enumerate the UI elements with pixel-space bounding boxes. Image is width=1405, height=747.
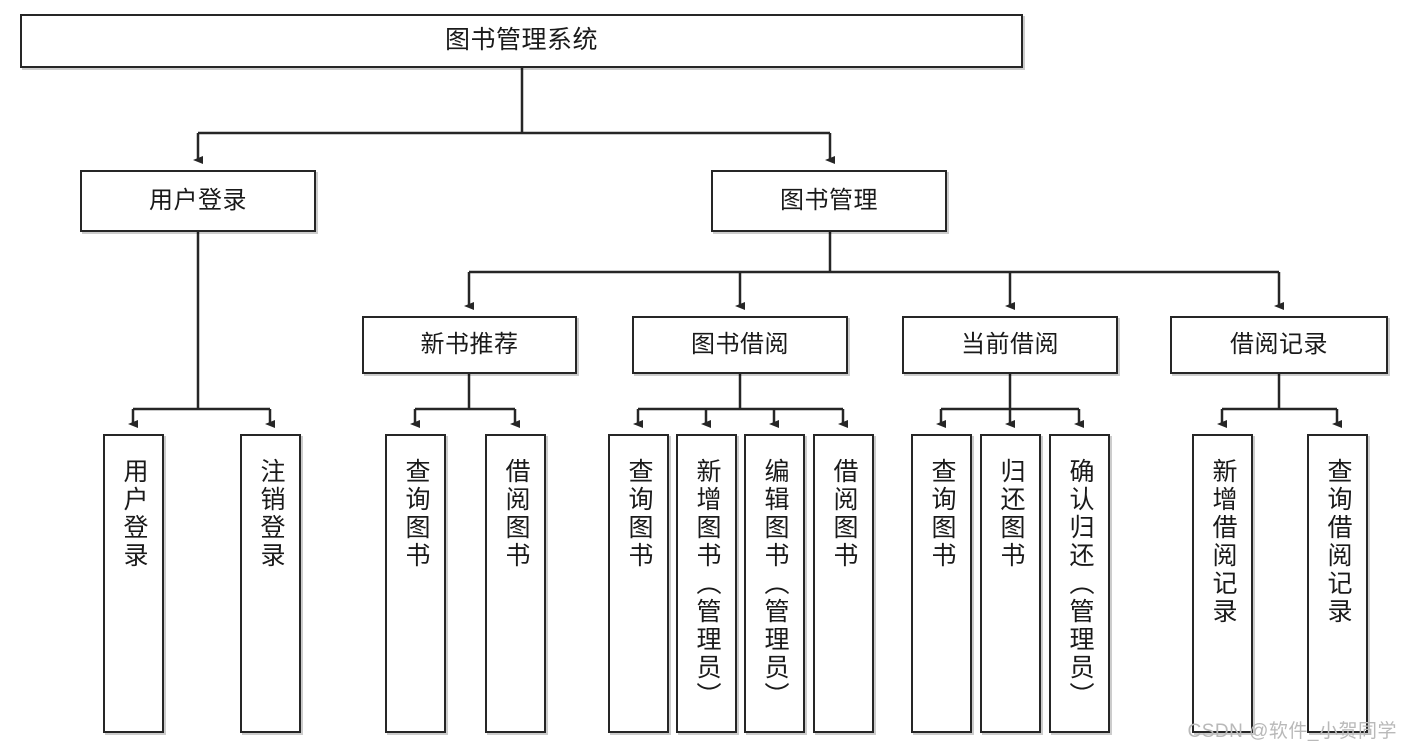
- node-borrow-record[interactable]: 借阅记录: [1170, 316, 1388, 374]
- leaf-query-book-current[interactable]: 查询图书: [911, 434, 972, 733]
- leaf-user-login[interactable]: 用户登录: [103, 434, 164, 733]
- node-label: 归还图书: [997, 458, 1025, 570]
- leaf-query-borrow-record[interactable]: 查询借阅记录: [1307, 434, 1368, 733]
- watermark-text: CSDN @软件_小贺同学: [1187, 721, 1397, 742]
- leaf-add-borrow-record[interactable]: 新增借阅记录: [1192, 434, 1253, 733]
- node-label: 查询图书: [402, 458, 430, 570]
- node-label: 新增借阅记录: [1209, 458, 1237, 626]
- leaf-return-book[interactable]: 归还图书: [980, 434, 1041, 733]
- node-new-book-recommend[interactable]: 新书推荐: [362, 316, 577, 374]
- node-label: 新增图书（管理员）: [693, 458, 721, 710]
- node-label: 借阅图书: [830, 458, 858, 570]
- node-label: 借阅图书: [502, 458, 530, 570]
- leaf-confirm-return-admin[interactable]: 确认归还（管理员）: [1049, 434, 1110, 733]
- leaf-query-book-borrow[interactable]: 查询图书: [608, 434, 669, 733]
- node-label: 注销登录: [257, 458, 285, 570]
- node-book-management[interactable]: 图书管理: [711, 170, 947, 232]
- node-book-borrow[interactable]: 图书借阅: [632, 316, 848, 374]
- node-label: 确认归还（管理员）: [1066, 458, 1094, 710]
- node-label: 当前借阅: [961, 330, 1059, 358]
- node-label: 查询图书: [625, 458, 653, 570]
- node-label: 用户登录: [120, 458, 148, 570]
- node-label: 新书推荐: [420, 330, 519, 358]
- node-label: 用户登录: [149, 186, 247, 214]
- node-label: 借阅记录: [1230, 330, 1328, 358]
- leaf-edit-book-admin[interactable]: 编辑图书（管理员）: [744, 434, 805, 733]
- leaf-borrow-book[interactable]: 借阅图书: [813, 434, 874, 733]
- node-label: 图书管理: [780, 186, 878, 214]
- node-label: 图书借阅: [691, 330, 789, 358]
- leaf-add-book-admin[interactable]: 新增图书（管理员）: [676, 434, 737, 733]
- leaf-borrow-book-recommend[interactable]: 借阅图书: [485, 434, 546, 733]
- node-label: 编辑图书（管理员）: [761, 458, 789, 710]
- node-label: 查询图书: [928, 458, 956, 570]
- node-root-system[interactable]: 图书管理系统: [20, 14, 1023, 68]
- node-label: 查询借阅记录: [1324, 458, 1352, 626]
- leaf-query-book-recommend[interactable]: 查询图书: [385, 434, 446, 733]
- node-current-borrow[interactable]: 当前借阅: [902, 316, 1118, 374]
- node-label: 图书管理系统: [444, 26, 598, 55]
- node-user-login[interactable]: 用户登录: [80, 170, 316, 232]
- leaf-logout-login[interactable]: 注销登录: [240, 434, 301, 733]
